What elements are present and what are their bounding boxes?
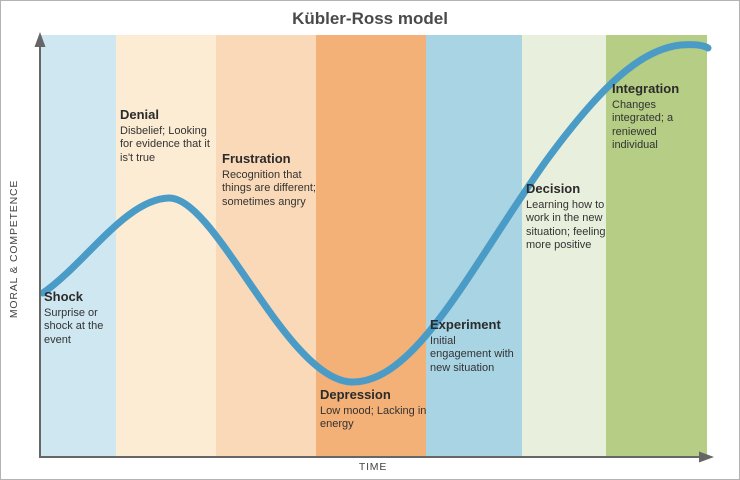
stage-label-integration: Integration Changes integrated; a reniew… — [612, 81, 698, 152]
stage-name: Frustration — [222, 151, 291, 166]
stage-label-depression: Depression Low mood; Lacking in energy — [320, 387, 428, 432]
stage-desc: Surprise or shock at the event — [44, 306, 104, 346]
stage-name: Denial — [120, 107, 160, 122]
stage-desc: Initial engagement with new situation — [430, 334, 514, 374]
stage-desc: Learning how to work in the new situatio… — [526, 198, 606, 252]
stage-label-experiment: Experiment Initial engagement with new s… — [430, 317, 514, 375]
stage-desc: Low mood; Lacking in energy — [320, 404, 427, 431]
stage-label-denial: Denial Disbelief; Looking for evidence t… — [120, 107, 210, 165]
stage-label-decision: Decision Learning how to work in the new… — [526, 181, 614, 252]
stage-desc: Disbelief; Looking for evidence that it … — [120, 124, 210, 164]
stage-label-shock: Shock Surprise or shock at the event — [44, 289, 106, 347]
stage-band-frustration — [216, 35, 316, 456]
stage-name: Shock — [44, 289, 84, 304]
stage-label-frustration: Frustration Recognition that things are … — [222, 151, 322, 209]
stage-name: Integration — [612, 81, 680, 96]
diagram-title: Kübler-Ross model — [292, 9, 448, 28]
x-axis-label: TIME — [359, 461, 387, 473]
stage-band-shock — [41, 35, 116, 456]
stage-desc: Changes integrated; a reniewed individua… — [612, 98, 674, 152]
stage-band-denial — [116, 35, 216, 456]
stage-name: Decision — [526, 181, 581, 196]
stage-desc: Recognition that things are different; s… — [222, 168, 316, 208]
stage-band-experiment — [426, 35, 522, 456]
y-axis-label: MORAL & COMPETENCE — [8, 180, 20, 318]
stage-name: Experiment — [430, 317, 501, 332]
stage-name: Depression — [320, 387, 391, 402]
